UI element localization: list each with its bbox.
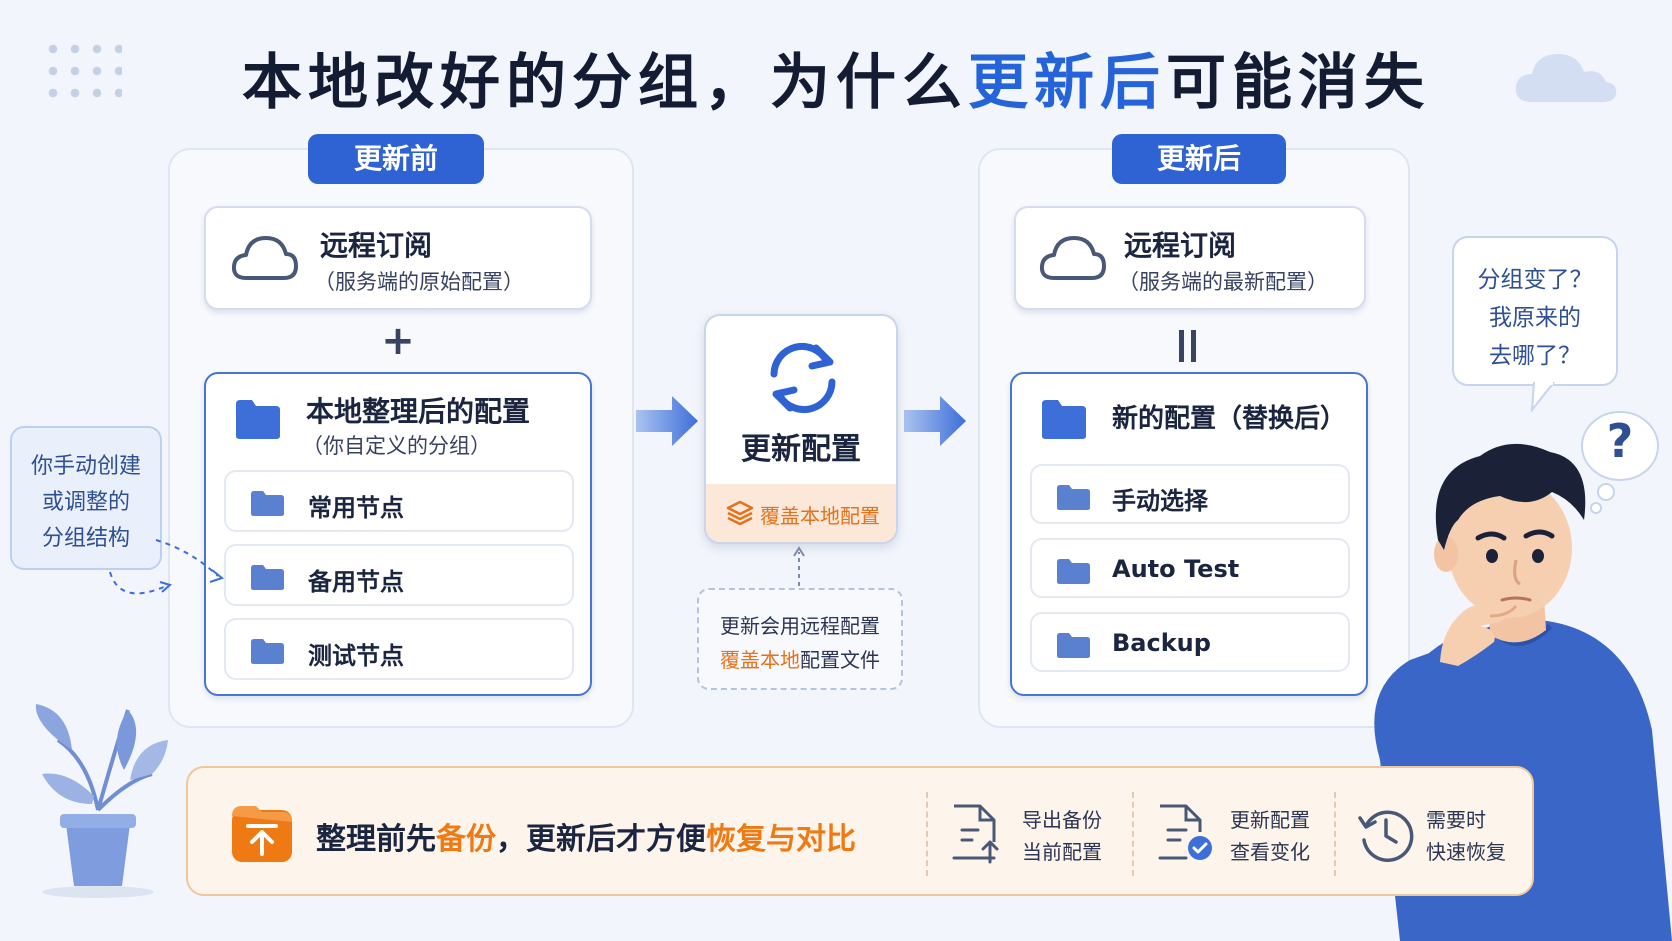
equals-operator-icon xyxy=(1179,330,1196,362)
after-new-card: 新的配置（替换后） 手动选择 Auto Test Backup xyxy=(1010,372,1368,696)
divider xyxy=(1334,792,1336,876)
backup-tip-bar: 整理前先备份，更新后才方便恢复与对比 导出备份 当前配置 更新配置 查看变化 需… xyxy=(186,766,1534,896)
tip-3-line-1: 需要时 xyxy=(1426,808,1486,832)
divider xyxy=(926,792,928,876)
before-remote-card: 远程订阅 （服务端的原始配置） xyxy=(204,206,592,310)
divider xyxy=(1132,792,1134,876)
title-part1: 本地改好的分组，为什么 xyxy=(242,48,968,118)
note-line-1: 更新会用远程配置 xyxy=(720,614,880,638)
decorative-dot-grid xyxy=(42,38,122,98)
after-group-row: Auto Test xyxy=(1030,538,1350,598)
backup-tip-text: 整理前先备份，更新后才方便恢复与对比 xyxy=(316,814,856,858)
side-note-line: 或调整的 xyxy=(41,490,130,515)
dashed-up-arrow xyxy=(793,546,805,586)
folder-icon xyxy=(1057,485,1090,510)
overwrite-strip: 覆盖本地配置 xyxy=(706,484,896,542)
potted-plant-illustration xyxy=(35,704,168,898)
after-group-label: Backup xyxy=(1112,629,1211,657)
before-group-row: 常用节点 xyxy=(224,470,574,532)
folder-icon xyxy=(251,491,284,516)
after-group-label: 手动选择 xyxy=(1112,487,1208,515)
title-highlight: 更新后 xyxy=(968,48,1166,118)
tip-1-line-2: 当前配置 xyxy=(1022,840,1102,864)
refresh-icon xyxy=(770,342,836,414)
before-local-title: 本地整理后的配置 xyxy=(306,395,531,428)
after-new-title: 新的配置（替换后） xyxy=(1112,404,1347,434)
layers-icon xyxy=(726,500,754,526)
plus-operator: + xyxy=(381,318,415,364)
folder-icon xyxy=(1057,633,1090,658)
folder-icon xyxy=(251,639,284,664)
before-group-label: 常用节点 xyxy=(308,494,404,522)
note-highlight: 覆盖本地 xyxy=(720,648,800,672)
after-group-row: Backup xyxy=(1030,612,1350,672)
speech-bubble: 分组变了？ 我原来的 去哪了？ xyxy=(1452,236,1618,386)
cloud-icon xyxy=(231,236,298,280)
bubble-line: 去哪了？ xyxy=(1489,343,1581,369)
folder-icon xyxy=(1042,400,1086,439)
question-mark: ? xyxy=(1606,414,1634,468)
after-remote-card: 远程订阅 （服务端的最新配置） xyxy=(1014,206,1366,310)
before-group-label: 备用节点 xyxy=(308,568,404,596)
tip-highlight: 恢复与对比 xyxy=(706,822,856,857)
page-title: 本地改好的分组，为什么更新后可能消失 xyxy=(0,34,1672,121)
update-config-card: 更新配置 覆盖本地配置 xyxy=(704,314,898,544)
folder-icon xyxy=(251,565,284,590)
cloud-decoration-icon xyxy=(1515,54,1617,102)
note-line-2: 覆盖本地配置文件 xyxy=(699,644,901,673)
folder-icon xyxy=(236,400,280,439)
side-note-line: 分组结构 xyxy=(41,526,130,551)
flow-arrow-icon xyxy=(636,396,698,446)
bubble-tail xyxy=(1530,382,1556,412)
side-note: 你手动创建 或调整的 分组结构 xyxy=(10,426,162,570)
tip-1-line-1: 导出备份 xyxy=(1022,808,1102,832)
side-note-line: 你手动创建 xyxy=(30,454,141,479)
after-group-label: Auto Test xyxy=(1112,555,1240,583)
flow-arrow-icon xyxy=(904,396,966,446)
tip-highlight: 备份 xyxy=(436,822,496,857)
thought-cloud-icon xyxy=(1581,411,1659,514)
before-local-card: 本地整理后的配置 （你自定义的分组） 常用节点 备用节点 测试节点 xyxy=(204,372,592,696)
tip-part: ，更新后才方便 xyxy=(496,822,706,857)
update-config-title: 更新配置 xyxy=(741,432,861,467)
before-group-label: 测试节点 xyxy=(308,642,404,670)
before-remote-subtitle: （服务端的原始配置） xyxy=(314,270,524,294)
cloud-icon xyxy=(1039,236,1106,280)
backup-upload-icon xyxy=(232,806,292,862)
overwrite-label: 覆盖本地配置 xyxy=(760,504,880,528)
after-remote-subtitle: （服务端的最新配置） xyxy=(1118,270,1328,294)
tip-2-line-1: 更新配置 xyxy=(1230,808,1310,832)
bubble-line: 分组变了？ xyxy=(1477,267,1593,293)
note-rest: 配置文件 xyxy=(800,648,880,672)
clock-restore-icon xyxy=(1358,810,1414,862)
update-note: 更新会用远程配置 覆盖本地配置文件 xyxy=(697,588,903,690)
compare-file-icon xyxy=(1158,804,1212,860)
tip-2-line-2: 查看变化 xyxy=(1230,840,1310,864)
tip-part: 整理前先 xyxy=(316,822,436,857)
after-tag: 更新后 xyxy=(1112,134,1286,184)
before-remote-title: 远程订阅 xyxy=(320,229,433,262)
bubble-line: 我原来的 xyxy=(1489,305,1581,331)
folder-icon xyxy=(1057,559,1090,584)
before-local-subtitle: （你自定义的分组） xyxy=(302,434,491,458)
before-group-row: 测试节点 xyxy=(224,618,574,680)
dashed-pointer-arrow xyxy=(109,539,225,595)
tip-3-line-2: 快速恢复 xyxy=(1426,840,1506,864)
export-file-icon xyxy=(952,804,999,864)
after-group-row: 手动选择 xyxy=(1030,464,1350,524)
after-remote-title: 远程订阅 xyxy=(1124,229,1237,262)
before-tag: 更新前 xyxy=(308,134,484,184)
before-group-row: 备用节点 xyxy=(224,544,574,606)
title-part2: 可能消失 xyxy=(1166,48,1430,118)
